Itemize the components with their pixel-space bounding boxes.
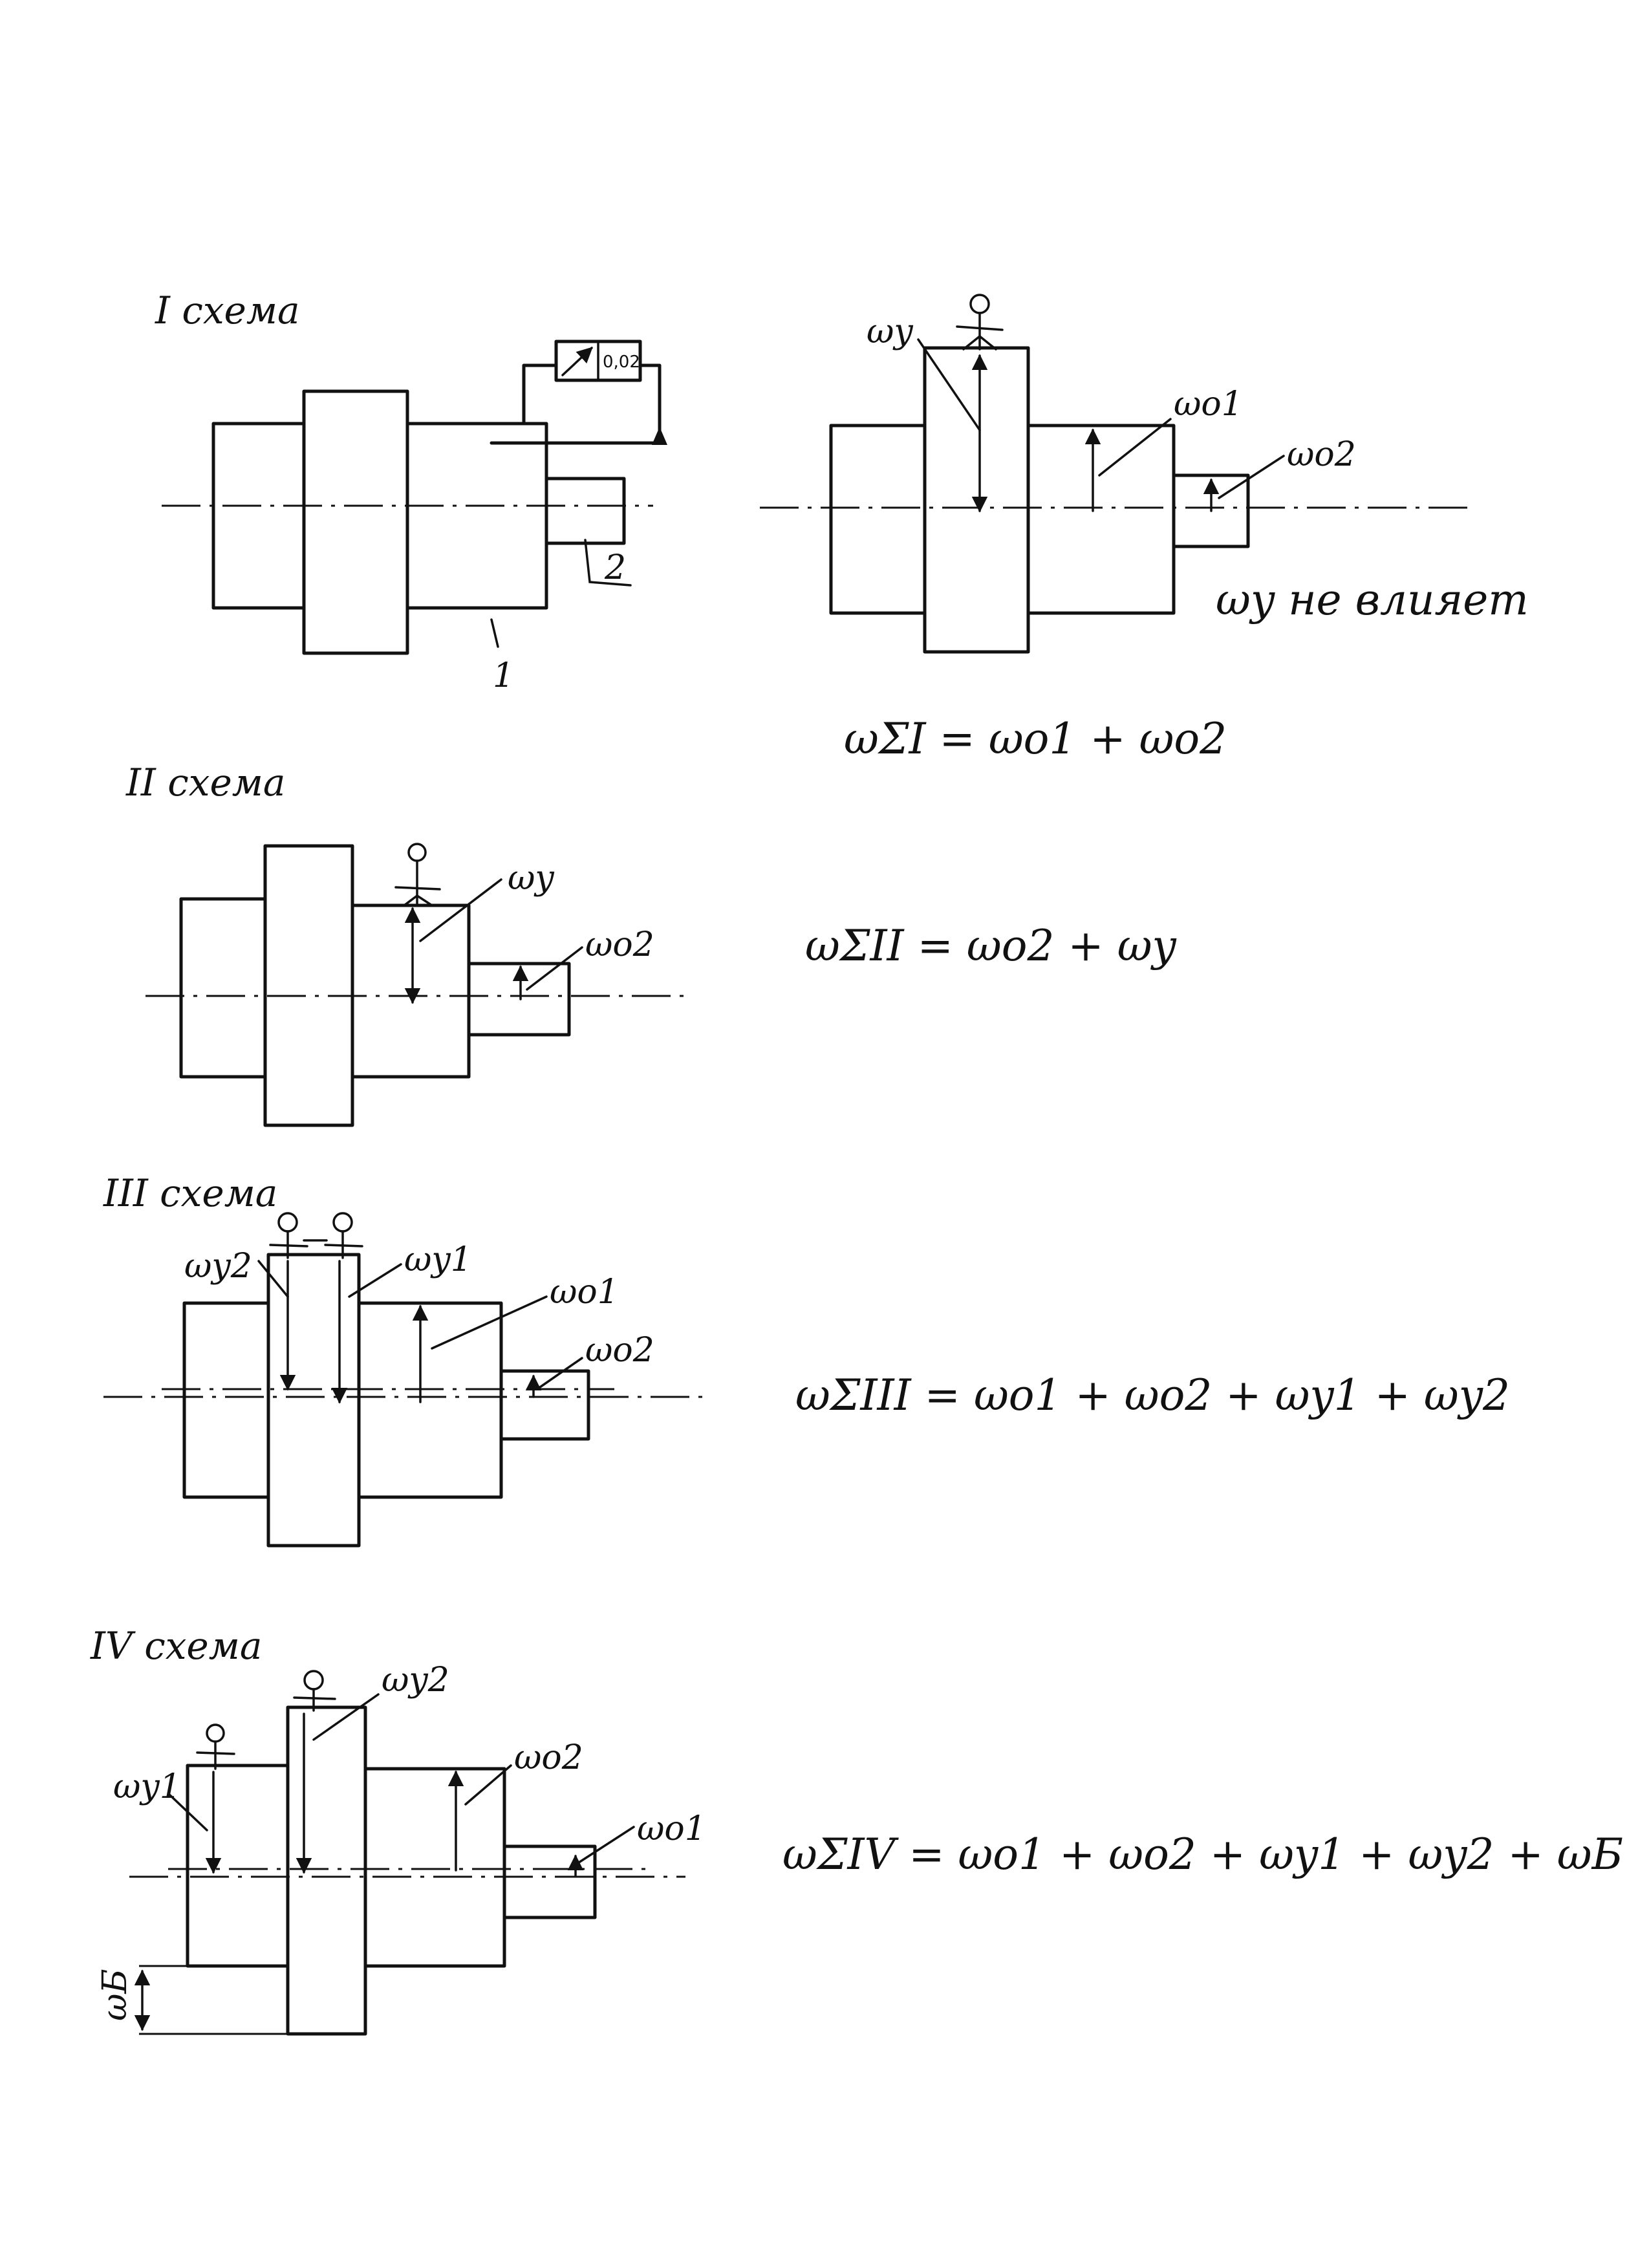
scheme-4-diagram: ωБ ωy1 ωy2 ωo2 ωo1 <box>96 1661 706 2036</box>
s1-formula: ωΣI = ωo1 + ωo2 <box>844 714 1227 764</box>
scheme-1-title: I схема <box>155 288 300 332</box>
s2-formula: ωΣII = ωo2 + ωy <box>805 921 1177 971</box>
scheme-2-diagram: ωy ωo2 <box>146 843 685 1127</box>
scheme-3-diagram: ωy2 ωy1 ωo1 ωo2 <box>103 1212 705 1548</box>
s2-label-wo2: ωo2 <box>585 925 654 964</box>
scheme-1-error-diagram: ωy ωo1 ωo2 ωy не влияет <box>760 294 1529 654</box>
svg-text:1: 1 <box>493 656 514 695</box>
svg-text:IV схема: IV схема <box>90 1624 262 1668</box>
s2-label-wy: ωy <box>508 859 554 898</box>
dial-indicator: 0,02 <box>490 340 667 445</box>
s3-label-wo1: ωo1 <box>550 1273 619 1312</box>
indicator-value: 0,02 <box>603 352 640 372</box>
scheme-2-title: II схема <box>125 761 285 805</box>
svg-text:I схема: I схема <box>155 288 300 332</box>
s1-label-wy: ωy <box>867 312 913 351</box>
svg-text:III схема: III схема <box>103 1171 277 1215</box>
svg-text:2: 2 <box>604 548 626 587</box>
scheme-3-title: III схема <box>103 1171 277 1215</box>
s4-label-wb: ωБ <box>96 1969 135 2021</box>
s1-note: ωy не влияет <box>1216 575 1529 625</box>
scheme-4-title: IV схема <box>90 1624 262 1668</box>
s3-label-wy1: ωy1 <box>404 1240 472 1279</box>
s4-label-wy2: ωy2 <box>382 1661 449 1700</box>
scheme-1-shaft <box>162 389 653 655</box>
s3-label-wy2: ωy2 <box>184 1247 252 1286</box>
s4-label-wo1: ωo1 <box>637 1809 706 1848</box>
callout-2: 2 <box>584 539 632 587</box>
s4-label-wo2: ωo2 <box>514 1738 583 1777</box>
callout-1: 1 <box>490 618 514 695</box>
svg-text:II схема: II схема <box>125 761 285 805</box>
s3-label-wo2: ωo2 <box>585 1331 654 1370</box>
s4-label-wy1: ωy1 <box>113 1767 181 1806</box>
s1-label-wo1: ωo1 <box>1174 385 1243 424</box>
s4-formula: ωΣIV = ωo1 + ωo2 + ωy1 + ωy2 + ωБ <box>782 1830 1623 1879</box>
s1-label-wo2: ωo2 <box>1287 435 1356 474</box>
s3-formula: ωΣIII = ωo1 + ωo2 + ωy1 + ωy2 <box>795 1370 1510 1420</box>
